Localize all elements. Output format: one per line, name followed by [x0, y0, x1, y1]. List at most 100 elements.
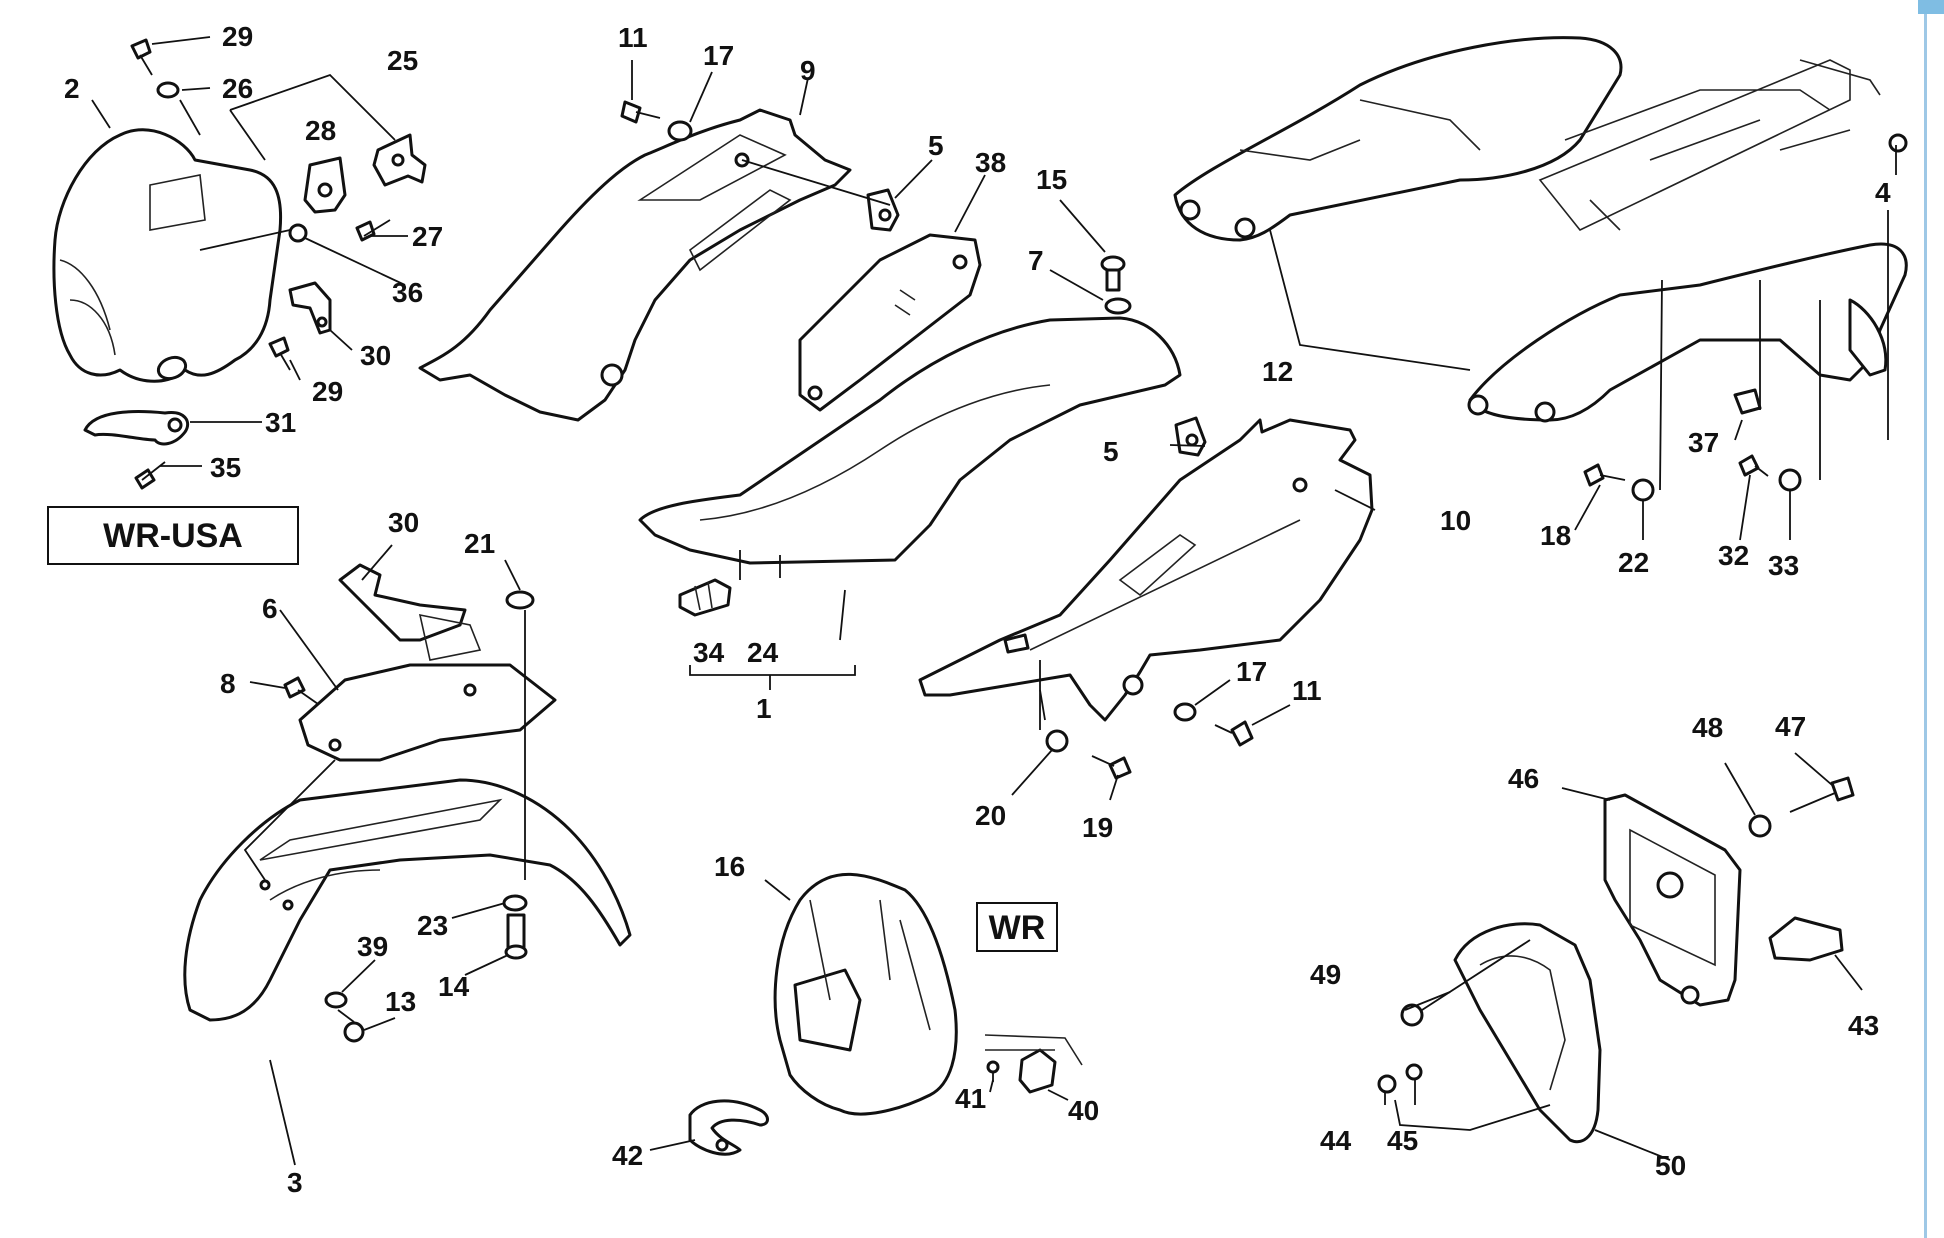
callout-17-bottom: 17 — [1236, 656, 1267, 687]
clip-nut-part-5-bottom — [1174, 416, 1207, 457]
callout-31: 31 — [265, 407, 296, 438]
panel-part-38 — [798, 233, 982, 412]
nut-part-44 — [1377, 1074, 1397, 1094]
callout-14: 14 — [438, 971, 470, 1002]
callout-12: 12 — [1262, 356, 1293, 387]
callout-26: 26 — [222, 73, 253, 104]
screw-part-29-bottom — [268, 336, 291, 371]
clip-part-28 — [303, 156, 347, 214]
callout-labels: 29 26 25 2 28 27 36 30 29 31 35 11 17 9 … — [64, 21, 1891, 1198]
callout-19: 19 — [1082, 812, 1113, 843]
latch-part-31 — [83, 410, 190, 446]
callout-44: 44 — [1320, 1125, 1352, 1156]
bracket-part-43 — [1768, 916, 1844, 962]
callout-50: 50 — [1655, 1150, 1686, 1181]
side-panel-part-10 — [918, 418, 1374, 722]
callout-18: 18 — [1540, 520, 1571, 551]
washer-part-7 — [1104, 297, 1132, 315]
callout-8: 8 — [220, 668, 236, 699]
side-panel-part-9 — [418, 108, 852, 422]
rear-frame-subassembly — [1538, 59, 1908, 231]
callout-47: 47 — [1775, 711, 1806, 742]
callout-2: 2 — [64, 73, 80, 104]
callout-30-left: 30 — [360, 340, 391, 371]
washer-part-39 — [324, 991, 348, 1009]
nut-part-13 — [343, 1021, 365, 1043]
callout-46: 46 — [1508, 763, 1539, 794]
bracket-part-25 — [372, 133, 427, 187]
callout-49: 49 — [1310, 959, 1341, 990]
stud-part-15 — [1100, 255, 1126, 292]
callout-9: 9 — [800, 55, 816, 86]
callout-29-bottom: 29 — [312, 376, 343, 407]
callout-15: 15 — [1036, 164, 1067, 195]
wr-usa-label: WR-USA — [103, 517, 243, 555]
callout-34: 34 — [693, 637, 725, 668]
front-fender-part-3 — [183, 778, 632, 1022]
clip-part-42 — [688, 1099, 769, 1156]
washer-part-23 — [502, 894, 528, 912]
clip-nut-part-5-top — [866, 188, 900, 232]
bracket-part-30-center — [338, 563, 482, 661]
right-frame-edge — [1924, 0, 1944, 1238]
callout-45: 45 — [1387, 1125, 1418, 1156]
callout-3: 3 — [287, 1167, 303, 1198]
bracket-part-30-left — [288, 281, 332, 335]
callout-38: 38 — [975, 147, 1006, 178]
washer-part-36 — [288, 223, 308, 243]
callout-36: 36 — [392, 277, 423, 308]
callout-30-center: 30 — [388, 507, 419, 538]
wr-label-box — [976, 902, 1058, 952]
callout-4: 4 — [1875, 177, 1891, 208]
mudguard-part-50 — [1453, 922, 1602, 1144]
screw-part-19 — [1091, 755, 1132, 780]
callout-13: 13 — [385, 986, 416, 1017]
washer-part-17-bottom — [1173, 702, 1197, 722]
callout-33: 33 — [1768, 550, 1799, 581]
screw-part-11-bottom — [1214, 720, 1254, 747]
callout-32: 32 — [1718, 540, 1749, 571]
rear-fender-part-12-upper — [1173, 36, 1623, 242]
callout-41: 41 — [955, 1083, 986, 1114]
callout-42: 42 — [612, 1140, 643, 1171]
washer-part-17-top — [667, 120, 693, 142]
callout-27: 27 — [412, 221, 443, 252]
wr-label: WR — [989, 909, 1046, 947]
callout-21: 21 — [464, 528, 495, 559]
callout-5-top: 5 — [928, 130, 944, 161]
callout-6: 6 — [262, 593, 278, 624]
screw-part-11-top — [620, 100, 661, 124]
callout-22: 22 — [1618, 547, 1649, 578]
license-plate-holder-part-46 — [1603, 793, 1742, 1007]
front-number-plate-part-2 — [52, 128, 283, 383]
washer-part-26 — [156, 81, 180, 99]
callout-1: 1 — [756, 693, 772, 724]
washer-part-22 — [1631, 478, 1655, 502]
wr-usa-label-box — [47, 506, 299, 565]
callout-10: 10 — [1440, 505, 1471, 536]
clip-nut-part-37 — [1733, 388, 1762, 415]
washer-part-20 — [1045, 729, 1069, 753]
bracket-line-part-1 — [689, 665, 856, 690]
washer-part-33 — [1778, 468, 1802, 492]
leader-lines — [91, 36, 1897, 1166]
screw-part-41 — [986, 1060, 1000, 1082]
callout-29-top: 29 — [222, 21, 253, 52]
callout-16: 16 — [714, 851, 745, 882]
callout-48: 48 — [1692, 712, 1723, 743]
washer-part-48 — [1748, 814, 1772, 838]
screw-part-35 — [134, 461, 166, 490]
plate-part-6 — [298, 663, 557, 762]
seat-part-24 — [638, 316, 1182, 565]
screw-part-8 — [283, 676, 319, 705]
bolt-part-47 — [1789, 776, 1855, 813]
callout-23: 23 — [417, 910, 448, 941]
rubber-block-part-34 — [678, 578, 732, 617]
callout-43: 43 — [1848, 1010, 1879, 1041]
callout-11-top: 11 — [618, 22, 648, 53]
nut-part-45 — [1405, 1063, 1423, 1081]
callout-20: 20 — [975, 800, 1006, 831]
callout-5-bottom: 5 — [1103, 436, 1119, 467]
callout-24: 24 — [747, 637, 779, 668]
